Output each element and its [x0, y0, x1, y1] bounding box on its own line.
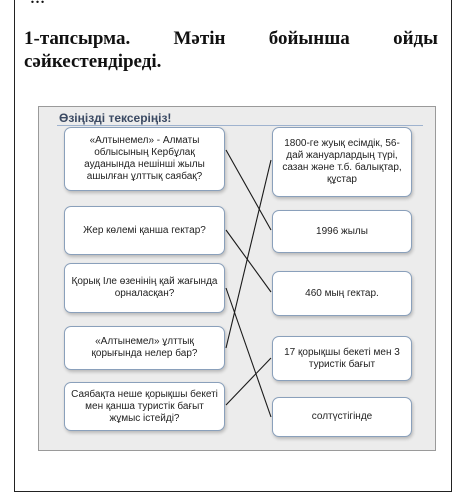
answer-text: 460 мың гектар. — [305, 287, 379, 299]
heading-word: 1-тапсырма. — [24, 28, 131, 49]
answer-text: солтүстігінде — [311, 411, 373, 422]
heading-word: ойды — [393, 28, 438, 49]
question-box-2: Жер көлемі қанша гектар? — [64, 206, 225, 255]
question-text: Қорық Іле өзенінің қай жағында орналасқа… — [71, 276, 218, 299]
heading-word: Мәтін — [173, 28, 226, 49]
heading-line-2: сәйкестендіреді. — [24, 51, 162, 72]
question-box-3: Қорық Іле өзенінің қай жағында орналасқа… — [64, 263, 225, 313]
task-heading: 1-тапсырма. Мәтін бойынша ойды сәйкестен… — [24, 27, 438, 73]
answer-text: 17 қорықшы бекеті мен 3 туристік бағыт — [284, 346, 400, 370]
cut-off-top-text: … — [30, 0, 45, 8]
slide-title: Өзіңізді тексеріңіз! — [59, 111, 172, 125]
title-divider — [57, 125, 423, 126]
answer-box-5: солтүстігінде — [272, 397, 412, 437]
heading-word: бойынша — [268, 28, 350, 49]
answer-text: 1800-ге жуық есімдік, 56-дай жануарларды… — [282, 138, 402, 185]
question-text: Саябақта неше қорықшы бекеті мен қанша т… — [71, 388, 218, 424]
answer-box-4: 17 қорықшы бекеті мен 3 туристік бағыт — [272, 336, 412, 381]
question-text: «Алтынемел» ұлттық қорығында нелер бар? — [91, 336, 198, 359]
question-text: Жер көлемі қанша гектар? — [83, 224, 206, 236]
question-box-4: «Алтынемел» ұлттық қорығында нелер бар? — [64, 326, 225, 370]
answer-box-1: 1800-ге жуық есімдік, 56-дай жануарларды… — [272, 127, 412, 197]
question-box-1: «Алтынемел» - Алматы облысының Кербұлақ … — [64, 127, 225, 191]
answer-box-3: 460 мың гектар. — [272, 271, 412, 316]
answer-box-2: 1996 жылы — [272, 210, 412, 253]
question-text: «Алтынемел» - Алматы облысының Кербұлақ … — [84, 135, 205, 182]
answer-text: 1996 жылы — [316, 225, 368, 237]
question-box-5: Саябақта неше қорықшы бекеті мен қанша т… — [64, 382, 225, 431]
